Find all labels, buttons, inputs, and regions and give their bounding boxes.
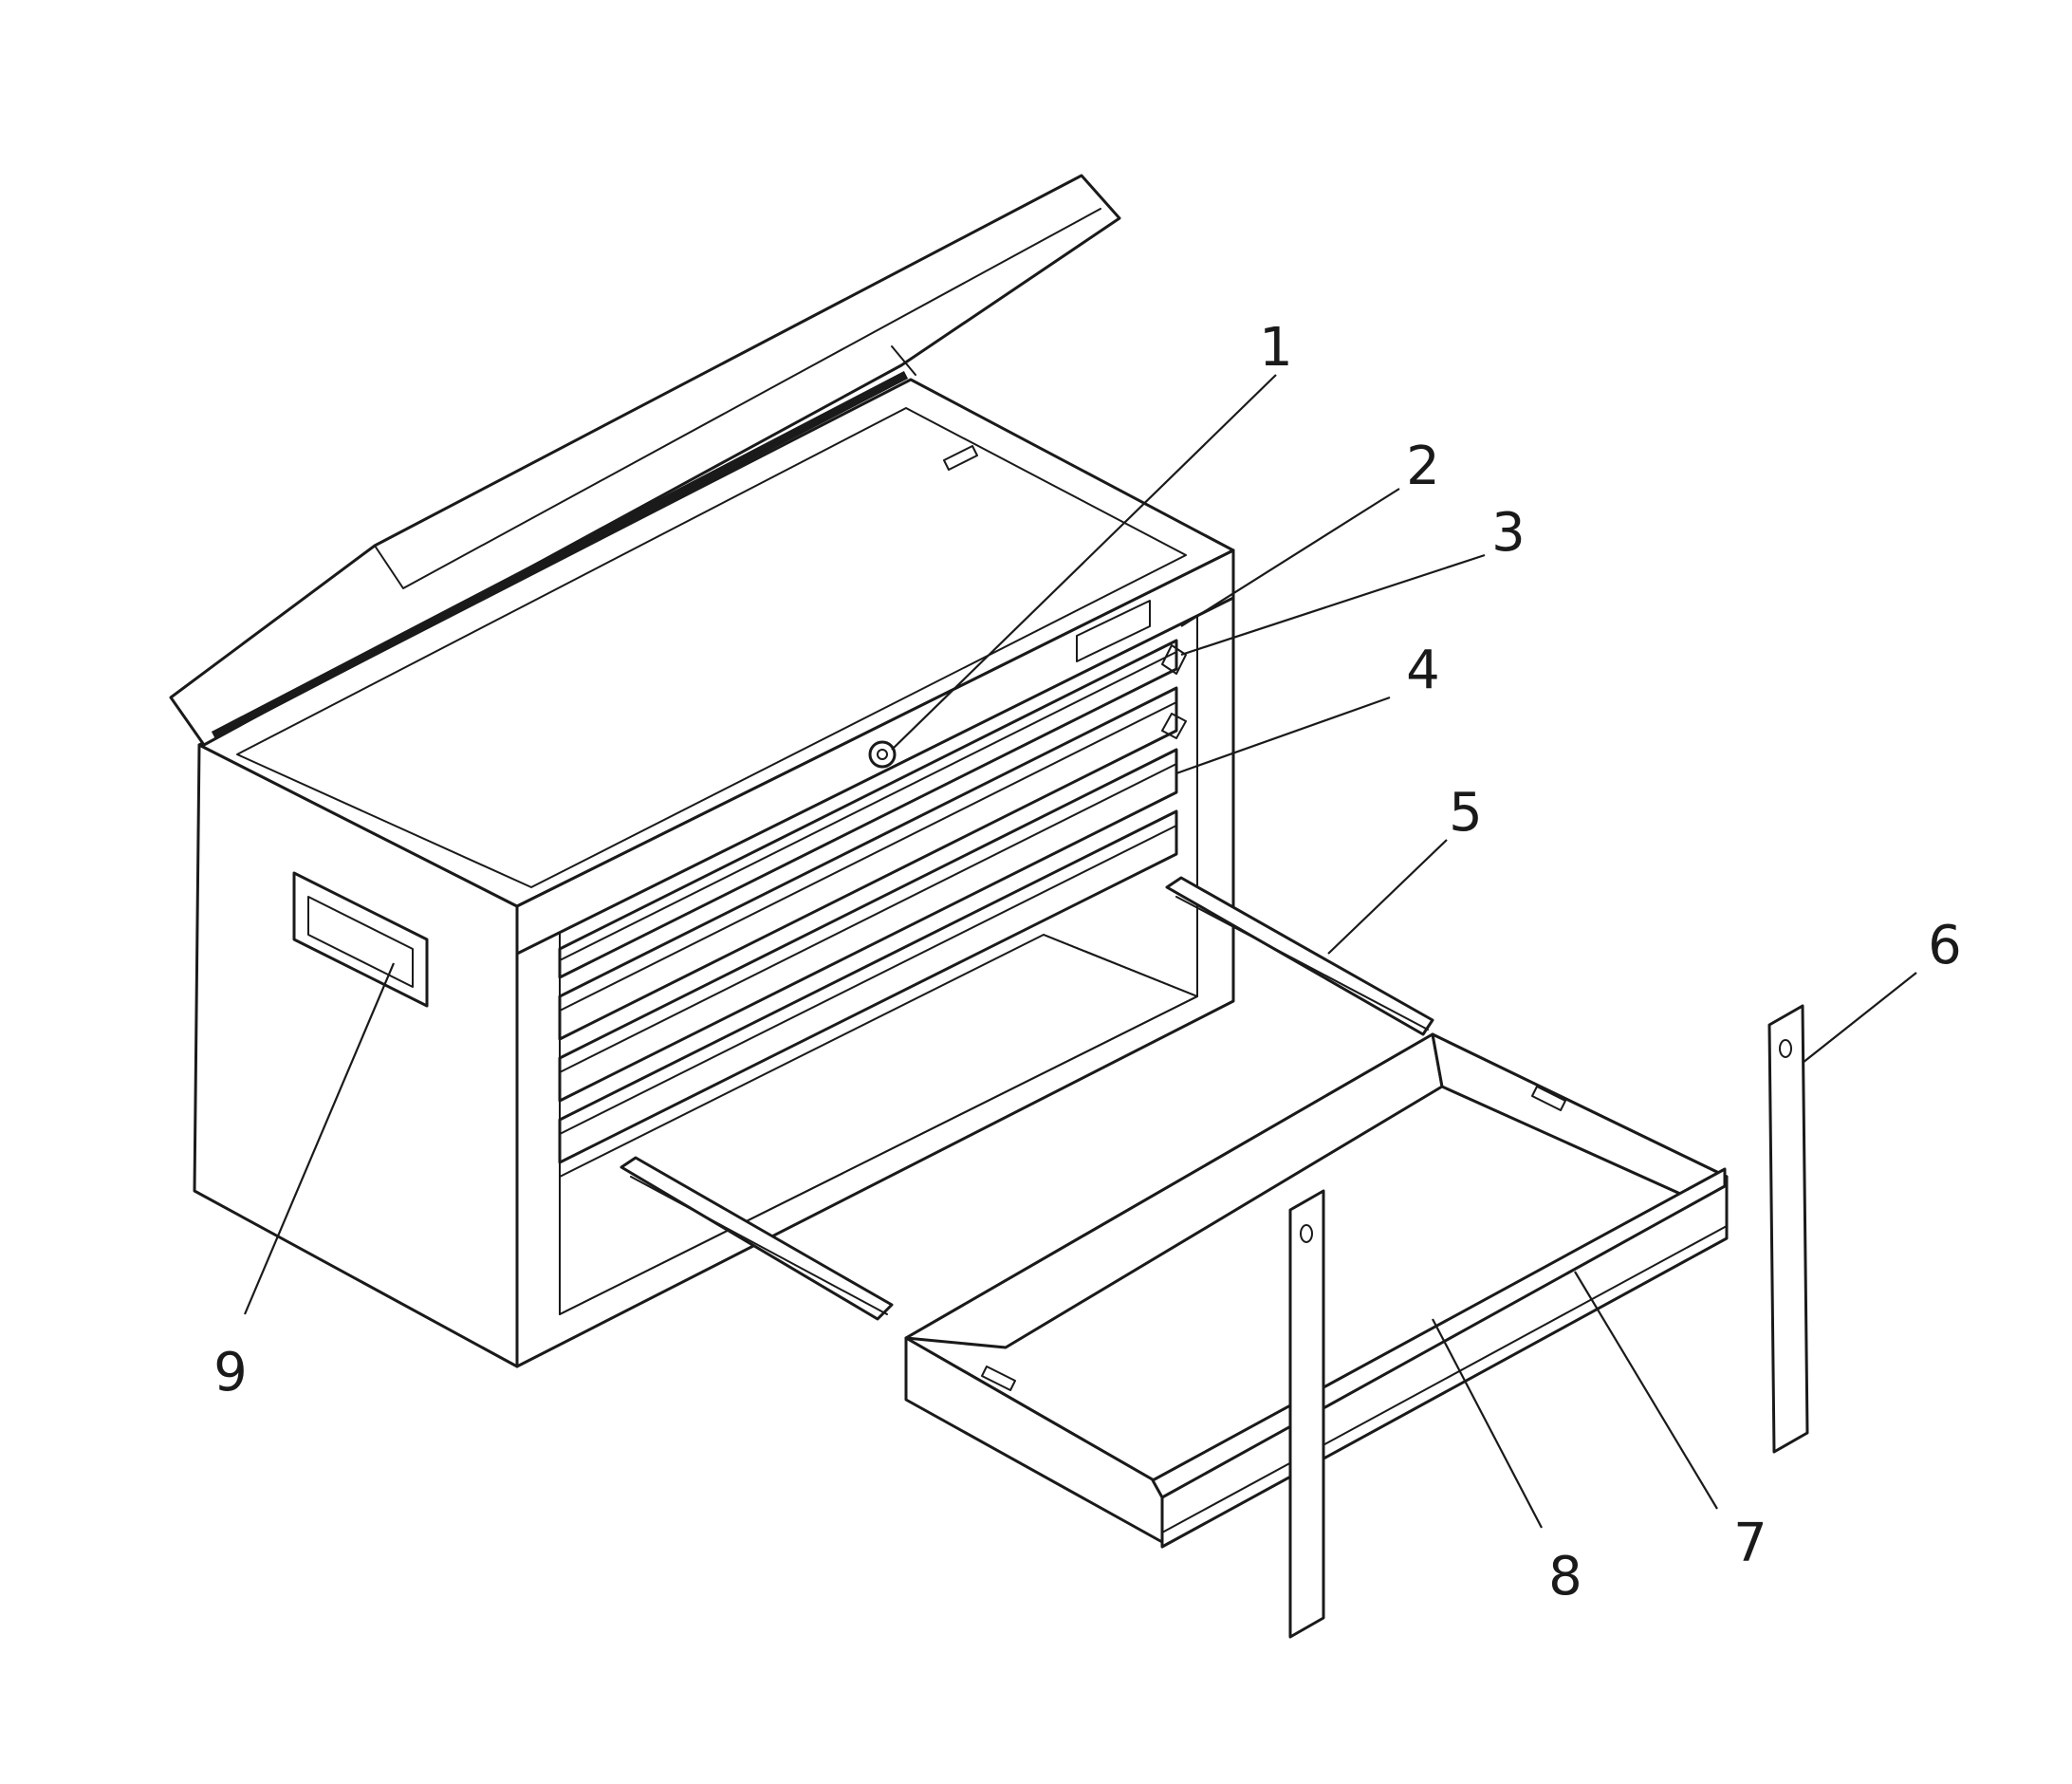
drawer-bottom-edge: [1161, 1225, 1728, 1533]
rail-hole-rear: [1779, 1039, 1792, 1058]
chest-lid: [169, 174, 1121, 747]
handle-inner: [307, 896, 414, 988]
callout-3: 3: [1491, 502, 1526, 564]
callout-4: 4: [1406, 640, 1440, 701]
leader-3: [1180, 553, 1486, 657]
nameplate-badge: [1076, 600, 1151, 662]
callout-8: 8: [1548, 1546, 1582, 1607]
callout-5: 5: [1449, 782, 1483, 844]
rail-bar-rear: [1767, 1004, 1809, 1454]
callout-1: 1: [1259, 317, 1293, 379]
rail-bar-front: [1288, 1189, 1325, 1639]
leader-2: [1180, 488, 1400, 627]
leader-7: [1574, 1271, 1718, 1510]
chest-top-inner-rim: [236, 407, 1187, 888]
lid-weatherstrip: [211, 371, 909, 739]
leader-6: [1802, 972, 1917, 1064]
drawer-row-2: [558, 686, 1178, 1041]
drawer-slide-left: [620, 1156, 894, 1321]
drawer-end-slot: [981, 1366, 1016, 1391]
callouts: 1 2 3 4 5 6 7 8 9: [213, 317, 1962, 1607]
slide-rail-vertical-1: [1288, 1189, 1325, 1639]
drawer-stop: [1161, 644, 1187, 675]
drawer-stop-lower: [1161, 713, 1187, 739]
leader-1: [891, 374, 1277, 751]
side-handle: [292, 871, 429, 1008]
callout-9: 9: [213, 1342, 248, 1403]
drawer-row-3: [558, 748, 1178, 1103]
lid-fold-line: [374, 208, 1101, 589]
leader-5: [1327, 839, 1448, 955]
callout-7: 7: [1733, 1513, 1767, 1574]
slide-rail-left: [620, 1156, 894, 1321]
bottom-cavity: [559, 934, 1198, 1315]
leader-8: [1432, 1318, 1543, 1529]
callout-6: 6: [1928, 915, 1962, 976]
rail-hole-front: [1300, 1224, 1313, 1243]
lock-cylinder: [868, 740, 897, 769]
drawer-side-slot: [1531, 1086, 1566, 1111]
slide-rail-vertical-2: [1767, 1004, 1809, 1454]
lock-keyhole: [877, 749, 888, 760]
drawer-slide-right: [1165, 876, 1434, 1036]
callout-2: 2: [1406, 436, 1440, 497]
leader-4: [1175, 696, 1391, 775]
leader-lines: [243, 374, 1917, 1529]
closed-drawers: [558, 639, 1187, 1164]
drawer-row-4: [558, 809, 1178, 1164]
top-rim-slot: [943, 445, 978, 471]
lock-assembly: [868, 740, 897, 769]
drawer-row-1: [558, 639, 1178, 979]
lid-hinge-edge: [891, 345, 916, 376]
slide-rail-right: [1165, 876, 1434, 1036]
leader-9: [243, 962, 396, 1315]
